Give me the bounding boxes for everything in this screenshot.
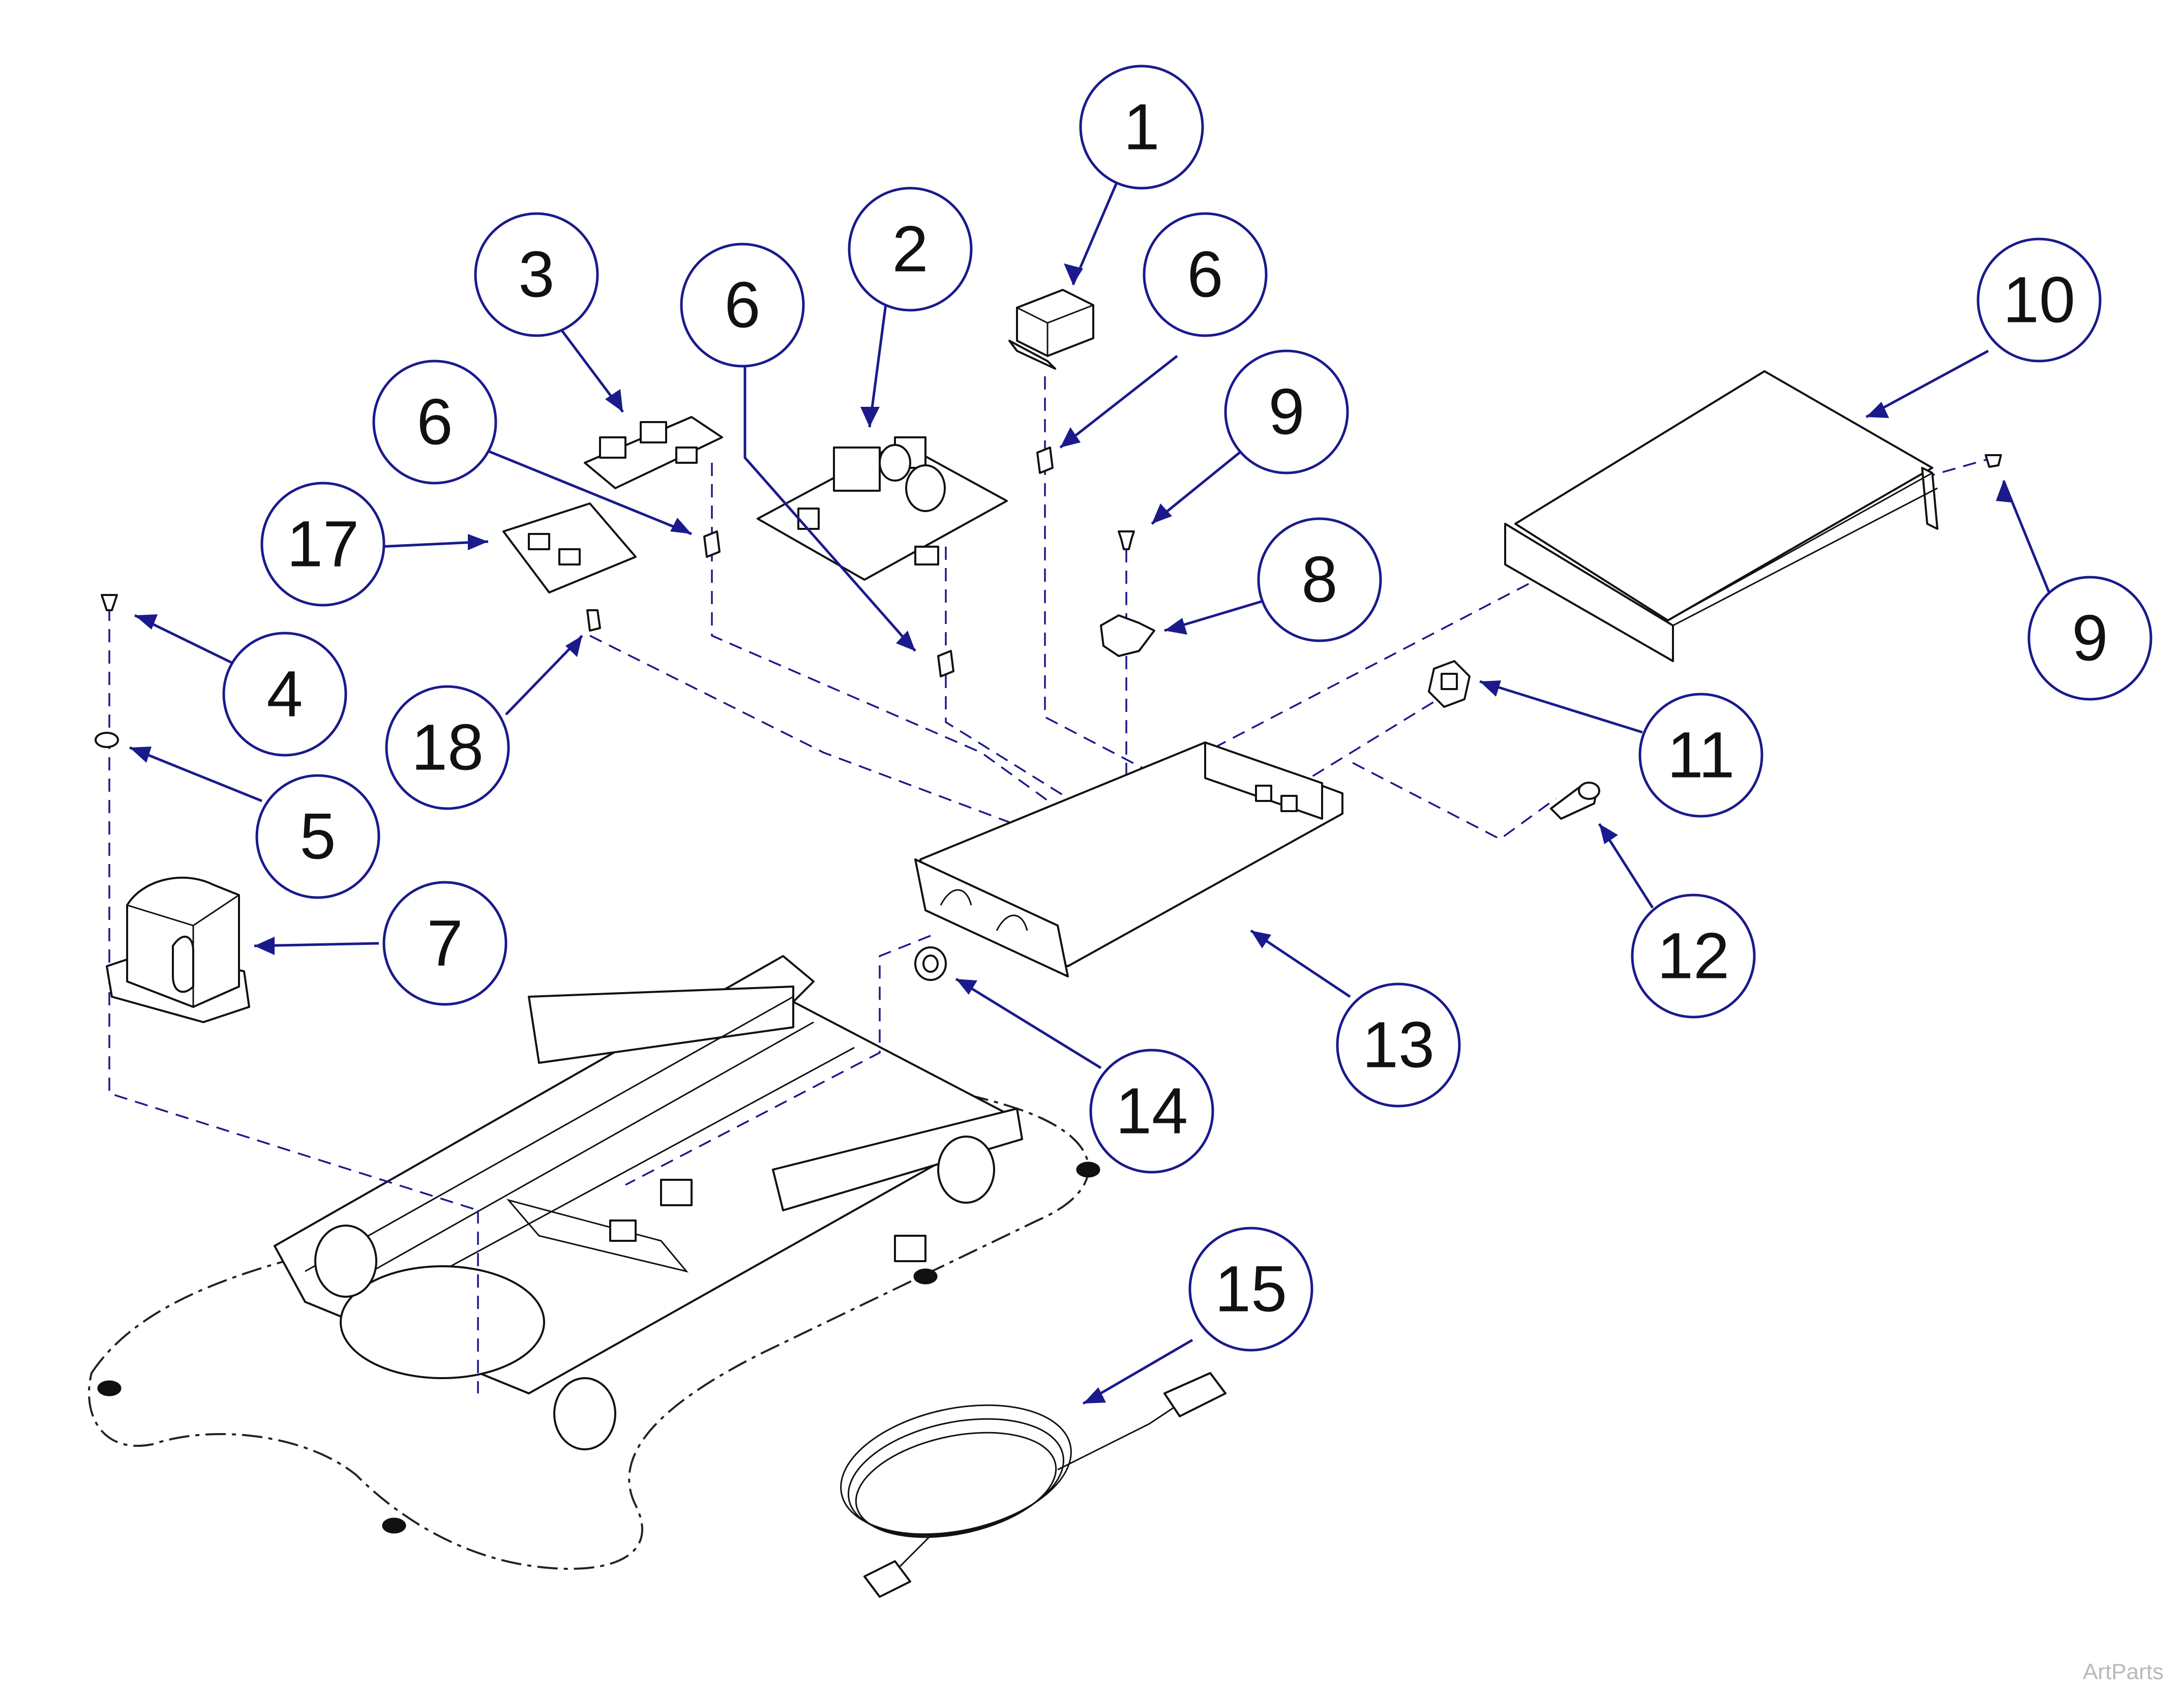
part-11-power-switch — [1428, 660, 1471, 708]
part-15-power-cord — [840, 1372, 1226, 1598]
part-2-main-circuit-board — [757, 436, 1008, 581]
watermark-text: ArtParts — [2083, 1659, 2164, 1684]
part-12-fuse-holder — [1550, 782, 1600, 820]
part-14-grommet — [914, 946, 947, 981]
callout-15: 15 — [1188, 1227, 1313, 1352]
svg-text:15: 15 — [1215, 1253, 1287, 1326]
part-7-transformer — [106, 876, 250, 1023]
part-18-spacer — [586, 609, 601, 632]
svg-text:6: 6 — [724, 269, 760, 342]
callout-9-center: 9 — [1224, 349, 1349, 474]
part-5-washer — [95, 732, 119, 748]
svg-text:5: 5 — [300, 800, 336, 873]
part-1-relay-module — [1008, 289, 1094, 370]
svg-text:14: 14 — [1116, 1075, 1188, 1148]
callout-9-right: 9 — [2027, 576, 2152, 701]
part-10-top-cover — [1504, 370, 1938, 662]
svg-text:11: 11 — [1667, 719, 1735, 792]
callout-1: 1 — [1079, 65, 1204, 190]
svg-text:17: 17 — [287, 508, 359, 581]
svg-text:8: 8 — [1301, 544, 1337, 616]
svg-text:6: 6 — [416, 386, 453, 459]
leader-arrows — [129, 177, 2061, 1405]
callout-5: 5 — [255, 774, 380, 899]
part-4-screw — [101, 594, 118, 611]
callout-6-top-middle: 6 — [680, 243, 805, 368]
callout-12: 12 — [1631, 893, 1756, 1019]
svg-text:1: 1 — [1123, 91, 1159, 164]
part-9-screws — [1118, 454, 2002, 550]
part-13-control-tray — [914, 741, 1343, 977]
svg-text:6: 6 — [1187, 239, 1223, 311]
svg-text:4: 4 — [266, 658, 303, 731]
part-8-connector — [1100, 614, 1155, 657]
callout-18: 18 — [385, 685, 510, 810]
callout-17: 17 — [260, 482, 385, 607]
svg-text:7: 7 — [427, 907, 463, 980]
part-3-circuit-board — [584, 416, 723, 489]
svg-text:13: 13 — [1362, 1009, 1434, 1082]
callout-4: 4 — [222, 632, 347, 757]
svg-text:18: 18 — [411, 711, 484, 784]
svg-text:2: 2 — [892, 213, 928, 286]
svg-text:10: 10 — [2003, 264, 2075, 337]
callout-6-left: 6 — [372, 360, 497, 485]
svg-text:12: 12 — [1657, 920, 1729, 993]
callout-3: 3 — [474, 212, 599, 337]
svg-text:9: 9 — [2072, 602, 2108, 675]
callout-7: 7 — [382, 881, 507, 1006]
svg-text:9: 9 — [1268, 376, 1304, 449]
svg-text:3: 3 — [518, 239, 554, 311]
callout-8: 8 — [1257, 517, 1382, 642]
part-17-circuit-board — [502, 502, 637, 593]
callout-2: 2 — [848, 187, 973, 312]
chair-base-chassis — [88, 955, 1100, 1570]
part-6-standoff-clips — [703, 446, 1054, 677]
callout-14: 14 — [1089, 1049, 1214, 1174]
callout-10: 10 — [1977, 237, 2102, 363]
callout-6-top-right: 6 — [1143, 212, 1268, 337]
callout-13: 13 — [1336, 982, 1461, 1108]
callout-11: 11 — [1638, 693, 1763, 818]
